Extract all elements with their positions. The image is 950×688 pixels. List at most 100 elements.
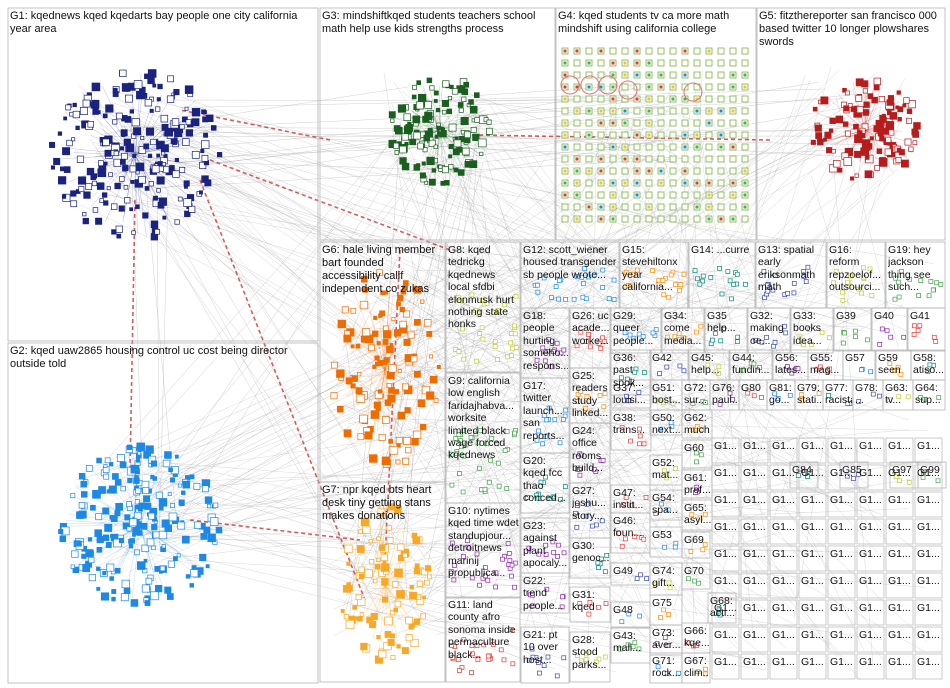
node	[679, 283, 683, 287]
node	[508, 559, 512, 563]
node	[843, 122, 848, 127]
node	[442, 100, 448, 106]
node	[92, 490, 100, 498]
node	[204, 133, 208, 137]
node	[379, 545, 384, 550]
node	[447, 109, 452, 114]
node	[449, 124, 456, 131]
node	[646, 180, 652, 186]
node	[551, 540, 555, 544]
node	[452, 297, 456, 301]
node	[535, 358, 539, 362]
node	[670, 156, 676, 162]
node	[479, 428, 483, 432]
node	[588, 600, 592, 604]
node	[796, 474, 800, 478]
node	[356, 388, 362, 394]
node	[116, 503, 123, 510]
node	[429, 179, 435, 185]
group-frame-small	[915, 573, 942, 598]
node	[827, 393, 831, 397]
node	[389, 387, 395, 393]
node	[482, 643, 486, 647]
node	[695, 485, 699, 489]
node	[434, 145, 438, 149]
node	[478, 332, 482, 336]
node	[92, 83, 100, 91]
node	[601, 458, 605, 462]
node	[509, 574, 513, 578]
node	[79, 502, 85, 508]
node	[194, 483, 200, 489]
node	[96, 567, 100, 571]
node	[412, 85, 416, 89]
node	[405, 408, 411, 414]
node	[638, 434, 642, 438]
node	[137, 443, 145, 451]
node	[547, 337, 551, 341]
node	[442, 110, 446, 114]
node	[486, 128, 492, 134]
node	[786, 365, 790, 369]
node	[694, 72, 700, 78]
node	[552, 550, 556, 554]
node	[400, 307, 405, 312]
node	[439, 165, 442, 168]
node	[604, 602, 608, 606]
node	[143, 213, 148, 218]
node	[124, 185, 128, 189]
node	[694, 48, 700, 54]
node	[864, 151, 869, 156]
node	[336, 370, 344, 378]
node	[536, 290, 540, 294]
node	[90, 505, 95, 510]
node	[148, 154, 152, 158]
node	[771, 288, 775, 292]
node	[637, 391, 641, 395]
node	[864, 81, 868, 85]
node	[655, 642, 659, 646]
node	[95, 530, 102, 537]
node	[539, 480, 543, 484]
node	[932, 335, 936, 339]
node	[121, 130, 127, 136]
node	[656, 398, 660, 402]
node	[856, 472, 860, 476]
node	[502, 658, 506, 662]
node	[860, 368, 864, 372]
node	[387, 537, 393, 543]
node	[78, 177, 85, 184]
node	[404, 114, 411, 121]
node	[682, 156, 688, 162]
node	[659, 427, 663, 431]
node	[391, 119, 394, 122]
node	[658, 372, 662, 376]
node	[151, 461, 156, 466]
node	[385, 631, 391, 637]
node	[541, 442, 545, 446]
node	[505, 429, 509, 433]
node	[642, 442, 646, 446]
node	[493, 340, 497, 344]
node	[374, 316, 377, 319]
node	[98, 169, 106, 177]
node	[863, 89, 867, 93]
group-frame-small	[828, 573, 855, 598]
node-cluster	[341, 504, 431, 664]
node	[665, 672, 669, 676]
node	[152, 166, 159, 173]
group-frame-small	[828, 546, 855, 571]
node	[578, 602, 582, 606]
node	[499, 648, 503, 652]
group-frame-small	[712, 654, 739, 679]
node	[698, 516, 702, 520]
node	[682, 108, 688, 114]
node	[622, 84, 628, 90]
node	[556, 543, 560, 547]
node	[405, 447, 411, 453]
node	[168, 561, 174, 567]
node	[167, 594, 173, 600]
node	[874, 85, 879, 90]
node	[677, 332, 681, 336]
node	[157, 189, 161, 193]
